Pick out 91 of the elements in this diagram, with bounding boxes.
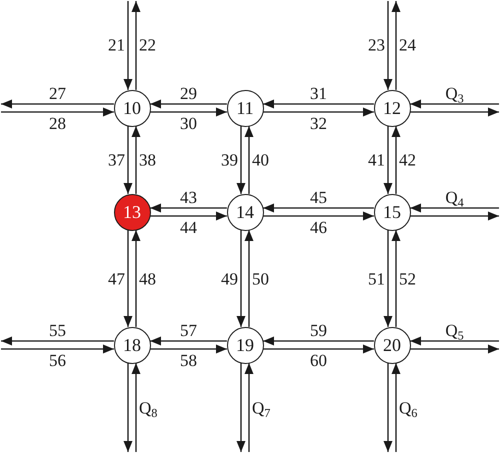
- arrow: [150, 100, 227, 108]
- arrow: [263, 204, 374, 212]
- arrow: [1, 100, 114, 108]
- edge-label: 37: [108, 152, 125, 168]
- edge-label: 58: [180, 352, 197, 369]
- edge-label: 60: [310, 352, 327, 369]
- arrow: [410, 204, 499, 212]
- arrow: [236, 230, 246, 327]
- arrow: [124, 126, 132, 194]
- edge-label: 38: [139, 152, 156, 168]
- arrow: [1, 108, 114, 116]
- arrow: [244, 230, 254, 327]
- edge-label: 23: [368, 36, 385, 54]
- node-circle: 18: [114, 326, 150, 364]
- edge-label: Q$_{4}$: [445, 189, 464, 206]
- edge-label: 30: [180, 115, 197, 132]
- edge-label: 32: [310, 115, 327, 132]
- arrow: [263, 344, 374, 354]
- node-circle: 20: [374, 326, 410, 364]
- edge-label: 50: [252, 270, 269, 287]
- node-circle: 13: [114, 194, 150, 230]
- edge-label: 48: [139, 270, 156, 287]
- arrow: [392, 363, 400, 452]
- edge-label: 44: [180, 219, 197, 236]
- arrow: [392, 1, 400, 90]
- edge-label: 41: [368, 152, 385, 168]
- edge-label: 28: [48, 115, 66, 132]
- edge-label: Q$_{7}$: [252, 399, 270, 416]
- arrow: [236, 363, 246, 452]
- arrow: [384, 230, 392, 327]
- edge-label: 55: [48, 322, 66, 339]
- arrow: [124, 1, 132, 90]
- arrow: [150, 204, 227, 212]
- edge-label: 46: [310, 219, 327, 236]
- edge-label: 56: [48, 352, 66, 369]
- node-circle: 11: [226, 90, 264, 126]
- node-circle: 12: [374, 90, 410, 126]
- arrow: [132, 1, 140, 90]
- edge-label: 21: [108, 36, 125, 54]
- node-circle: 14: [226, 194, 264, 230]
- edge-label: 27: [48, 85, 66, 102]
- arrow: [410, 100, 499, 108]
- arrow: [244, 126, 254, 194]
- arrow: [392, 230, 400, 327]
- arrow: [150, 336, 227, 346]
- arrow: [263, 212, 374, 220]
- arrow: [124, 230, 132, 327]
- edge-label: 39: [221, 152, 238, 168]
- edge-label: 52: [399, 270, 416, 287]
- arrow: [384, 126, 392, 194]
- edge-label: 57: [180, 322, 197, 339]
- edge-label: 40: [252, 152, 269, 168]
- edge-label: 49: [221, 270, 238, 287]
- arrow: [410, 344, 499, 354]
- node-circle: 19: [226, 326, 264, 364]
- arrow: [150, 212, 227, 220]
- edge-label: Q$_{5}$: [445, 322, 464, 339]
- arrow: [236, 126, 246, 194]
- edge-label: 22: [139, 36, 156, 54]
- edge-label: Q$_{8}$: [139, 399, 158, 416]
- arrow: [263, 108, 374, 116]
- arrow: [244, 363, 254, 452]
- edge-label: 59: [310, 322, 327, 339]
- arrow: [392, 126, 400, 194]
- arrow: [1, 344, 114, 354]
- edge-label: 31: [310, 85, 327, 102]
- edge-label: 43: [180, 189, 197, 206]
- arrow: [410, 108, 499, 116]
- node-circle: 10: [114, 90, 150, 126]
- edge-label: Q$_{6}$: [399, 399, 418, 416]
- edge-label: 51: [368, 270, 385, 287]
- arrow: [1, 336, 114, 346]
- arrow: [410, 336, 499, 346]
- edge-label: 24: [399, 36, 416, 54]
- arrow: [132, 363, 140, 452]
- arrow: [263, 100, 374, 108]
- arrow: [410, 212, 499, 220]
- edge-label: 47: [108, 270, 125, 287]
- arrow: [132, 230, 140, 327]
- arrow: [263, 336, 374, 346]
- arrow: [384, 363, 392, 452]
- edge-label: Q$_{3}$: [445, 85, 464, 102]
- arrow: [124, 363, 132, 452]
- arrow: [132, 126, 140, 194]
- node-circle: 15: [374, 194, 410, 230]
- edge-label: 45: [310, 189, 327, 206]
- arrow: [384, 1, 392, 90]
- arrow: [150, 108, 227, 116]
- arrow: [150, 344, 227, 354]
- edge-label: 42: [399, 152, 416, 168]
- edge-label: 29: [180, 85, 197, 102]
